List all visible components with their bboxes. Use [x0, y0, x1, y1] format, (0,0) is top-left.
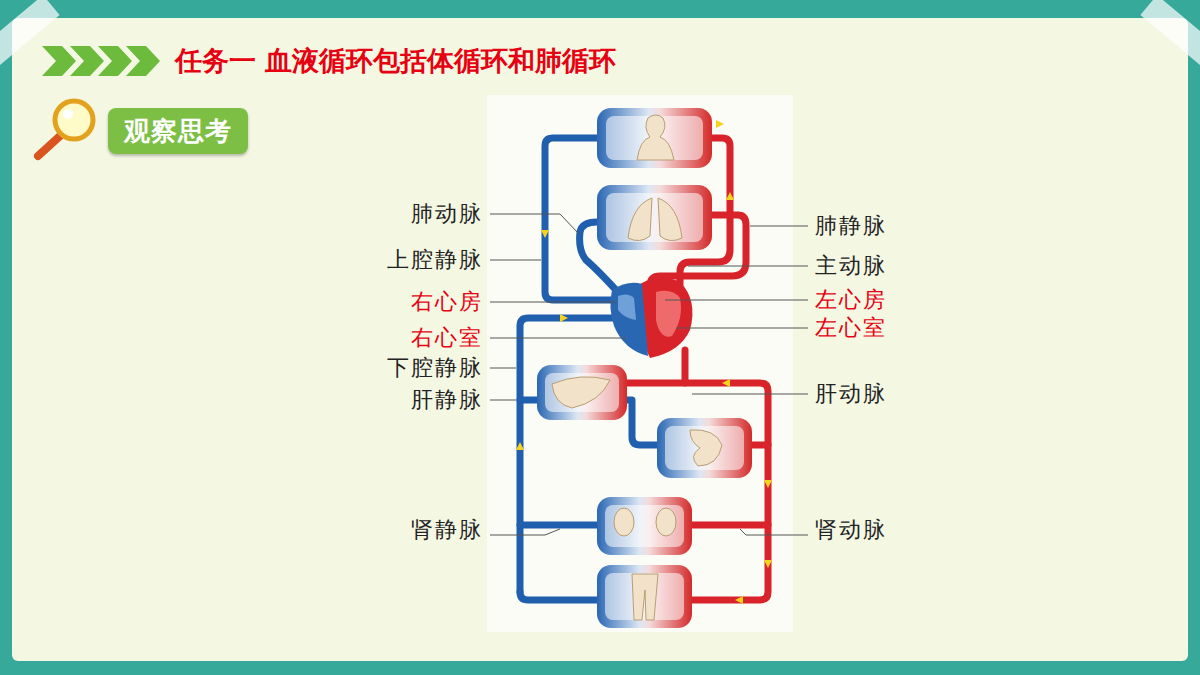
part-label: 肺静脉: [815, 212, 887, 240]
part-label: 下腔静脉: [387, 354, 483, 382]
section-badge: 观察思考: [108, 108, 248, 154]
part-label: 肾静脉: [411, 516, 483, 544]
part-label: 右心房: [411, 288, 483, 316]
part-label: 右心室: [411, 324, 483, 352]
badge-text: 观察思考: [124, 114, 232, 148]
part-label: 左心室: [815, 314, 887, 342]
magnifier-icon: [38, 101, 93, 156]
part-label: 肾动脉: [815, 516, 887, 544]
slide-title: 任务一 血液循环包括体循环和肺循环: [175, 43, 616, 79]
part-label: 上腔静脉: [387, 246, 483, 274]
part-label: 主动脉: [815, 252, 887, 280]
page-frame: [0, 0, 1200, 661]
organ-boxes: [537, 108, 752, 628]
part-label: 左心房: [815, 286, 887, 314]
leader-lines: [490, 214, 808, 535]
diagram-panel: [487, 95, 793, 632]
chevrons: [42, 46, 160, 76]
part-label: 肝动脉: [815, 380, 887, 408]
part-label: 肺动脉: [411, 200, 483, 228]
part-label: 肝静脉: [411, 386, 483, 414]
heart: [610, 277, 692, 358]
